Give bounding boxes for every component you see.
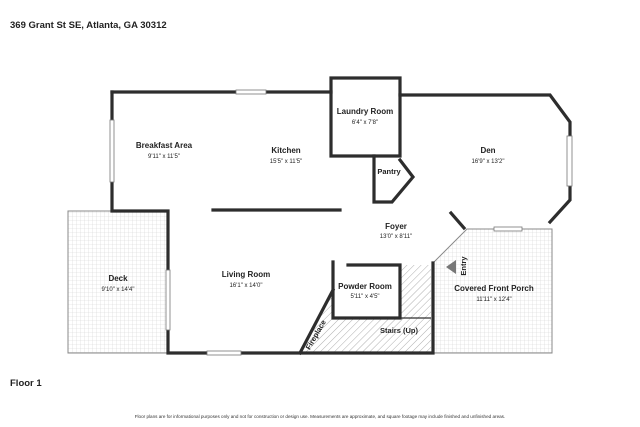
room-dims-powder: 5'11" x 4'5" [350, 294, 379, 300]
window [235, 89, 267, 95]
foyer-wall [448, 210, 467, 231]
room-name-laundry: Laundry Room [337, 107, 393, 116]
room-name-pantry: Pantry [377, 167, 401, 176]
room-name-kitchen: Kitchen [271, 146, 300, 155]
room-name-breakfast: Breakfast Area [136, 141, 193, 150]
stairs-label: Stairs (Up) [380, 326, 418, 335]
room-name-deck: Deck [108, 274, 128, 283]
entry-label: Entry [459, 256, 468, 276]
property-address: 369 Grant St SE, Atlanta, GA 30312 [10, 20, 167, 31]
room-dims-living: 16'1" x 14'0" [230, 283, 263, 289]
window [165, 269, 171, 331]
deck-area [67, 210, 169, 354]
exterior-wall [110, 76, 572, 225]
room-dims-laundry: 6'4" x 7'8" [352, 120, 378, 126]
room-dims-deck: 9'10" x 14'4" [102, 287, 135, 293]
room-dims-kitchen: 15'5" x 11'5" [270, 159, 302, 165]
room-dims-porch: 11'11" x 12'4" [476, 297, 511, 303]
floor-label: Floor 1 [10, 378, 42, 389]
stairs-area [333, 265, 431, 353]
room-name-foyer: Foyer [385, 222, 407, 231]
window [206, 350, 242, 356]
room-name-porch: Covered Front Porch [454, 284, 534, 293]
laundry-wall [329, 90, 402, 158]
room-dims-foyer: 13'0" x 8'11" [380, 234, 412, 240]
room-dims-den: 16'9" x 13'2" [472, 159, 505, 165]
room-name-powder: Powder Room [338, 282, 392, 291]
disclaimer: Floor plans are for informational purpos… [134, 414, 506, 419]
window [109, 119, 115, 183]
room-name-den: Den [480, 146, 495, 155]
pantry-wall [372, 154, 416, 204]
fireplace-wall [297, 287, 336, 356]
room-dims-breakfast: 9'11" x 11'5" [148, 154, 180, 160]
entry-arrow-icon [446, 260, 456, 274]
room-name-living: Living Room [222, 270, 270, 279]
window [566, 135, 573, 187]
window [493, 226, 523, 232]
